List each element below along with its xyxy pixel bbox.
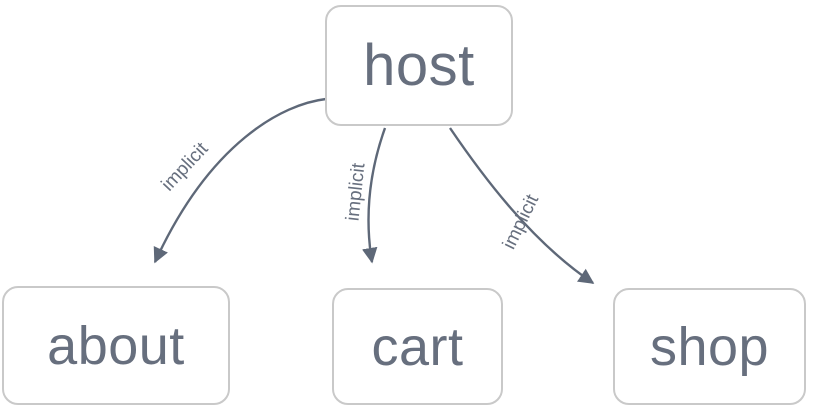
edge-host-to-cart: [362, 127, 387, 264]
node-about[interactable]: about: [2, 286, 230, 405]
edge-host-to-shop: [449, 127, 595, 284]
node-shop[interactable]: shop: [613, 288, 806, 405]
node-shop-label: shop: [649, 316, 770, 377]
node-about-label: about: [47, 315, 185, 376]
node-host-label: host: [363, 32, 475, 98]
node-host[interactable]: host: [325, 5, 513, 126]
edge-host-to-about: [153, 97, 327, 264]
node-cart[interactable]: cart: [332, 288, 503, 405]
node-cart-label: cart: [371, 316, 464, 377]
